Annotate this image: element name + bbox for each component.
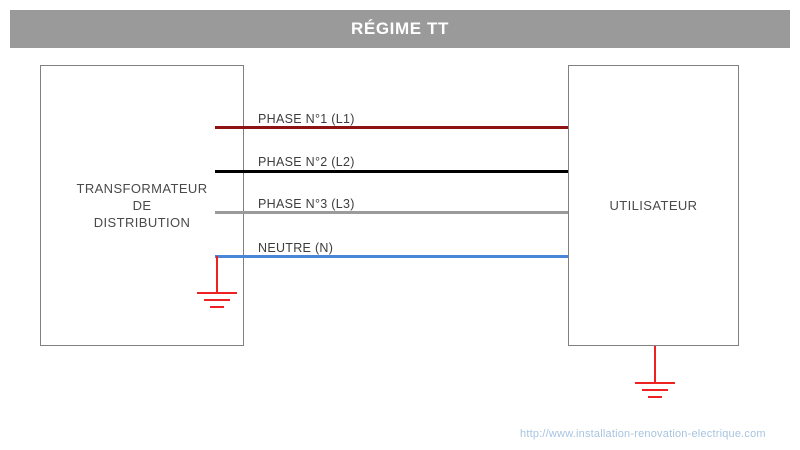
page-title: RÉGIME TT: [351, 19, 449, 38]
earth-bar-1: [635, 382, 675, 384]
source-box-transformer: TRANSFORMATEUR DE DISTRIBUTION: [40, 65, 244, 346]
conductor-line-l1: [215, 126, 568, 129]
conductor-label-l2: PHASE N°2 (L2): [258, 155, 355, 169]
conductor-line-neutral: [215, 255, 568, 258]
load-box-label: UTILISATEUR: [609, 198, 698, 213]
earth-bar-2: [204, 299, 230, 301]
source-box-label-line1: TRANSFORMATEUR: [76, 181, 208, 196]
source-box-label-line2: DE: [132, 198, 152, 213]
earth-bar-3: [210, 306, 224, 308]
load-box-user: UTILISATEUR: [568, 65, 739, 346]
conductor-label-l3: PHASE N°3 (L3): [258, 197, 355, 211]
earth-stem: [654, 346, 656, 382]
earth-stem: [216, 256, 218, 292]
conductor-label-neutral: NEUTRE (N): [258, 241, 334, 255]
source-box-label-line3: DISTRIBUTION: [93, 215, 191, 230]
source-box-label: TRANSFORMATEUR DE DISTRIBUTION: [76, 180, 207, 231]
earth-bar-3: [648, 396, 662, 398]
earth-bar-1: [197, 292, 237, 294]
header-banner: RÉGIME TT: [10, 10, 790, 48]
source-website-url: http://www.installation-renovation-elect…: [520, 428, 766, 440]
conductor-line-l3: [215, 211, 568, 214]
conductor-label-l1: PHASE N°1 (L1): [258, 112, 355, 126]
earth-bar-2: [642, 389, 668, 391]
conductor-line-l2: [215, 170, 568, 173]
